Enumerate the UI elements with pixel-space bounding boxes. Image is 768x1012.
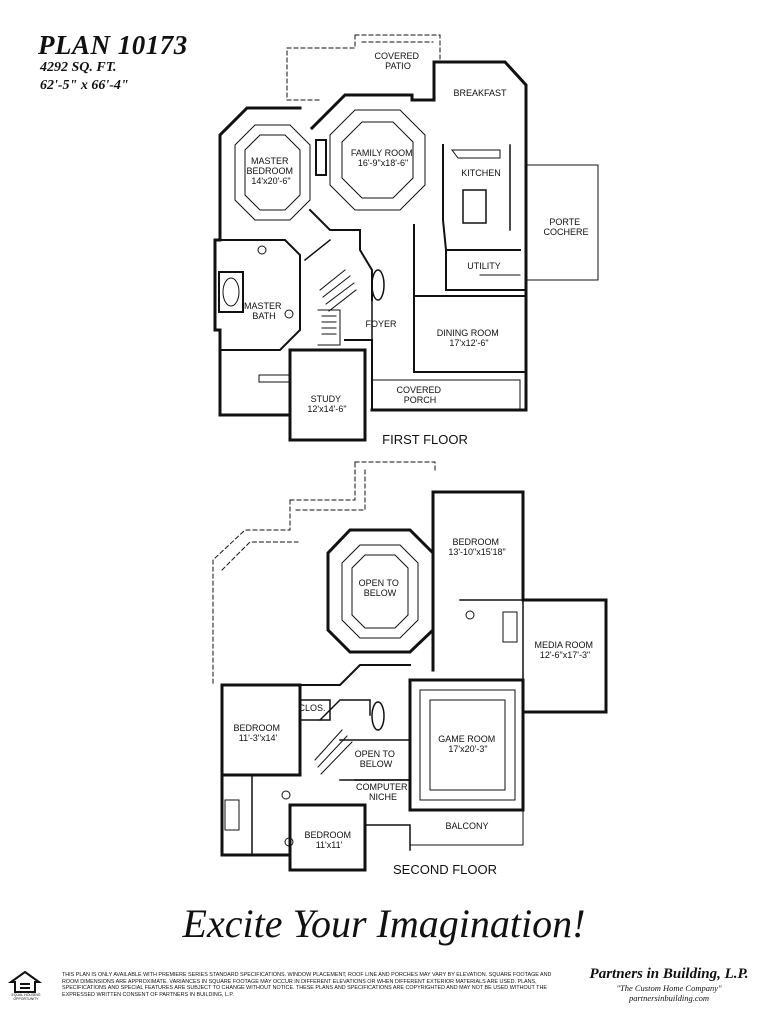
slogan: Excite Your Imagination! (182, 901, 586, 946)
small-bedroom-label: BEDROOM 11'x11' (304, 830, 353, 850)
builder-logo: Partners in Building, L.P. "The Custom H… (574, 966, 764, 1003)
game-room-label: GAME ROOM 17'x20'-3" (438, 734, 498, 754)
open-to-below-stair-label: OPEN TO BELOW (355, 749, 398, 769)
dining-room-label: DINING ROOM 17'x12'-6" (437, 328, 502, 348)
kitchen-label: KITCHEN (461, 168, 501, 178)
plan-title: PLAN 10173 (38, 30, 188, 60)
master-bedroom-label: MASTER BEDROOM 14'x20'-6" (246, 156, 295, 186)
builder-tagline: "The Custom Home Company" (616, 983, 722, 993)
master-bath-label: MASTER BATH (244, 301, 284, 321)
equal-housing-icon (8, 970, 42, 993)
plan-square-footage: 4292 SQ. FT. (40, 60, 117, 75)
study-label: STUDY 12'x14'-6" (307, 394, 346, 414)
second-floor-plan (212, 461, 608, 872)
open-to-below-label: OPEN TO BELOW (359, 578, 402, 598)
floor-plans: COVERED PATIO BREAKFAST FAMILY ROOM 16'-… (212, 34, 608, 877)
equal-housing-label: EQUAL HOUSING OPPORTUNITY (11, 993, 41, 1001)
computer-niche-label: COMPUTER NICHE (356, 782, 410, 802)
plan-dimensions: 62'-5" x 66'-4" (40, 78, 129, 93)
media-room-label: MEDIA ROOM 12'-6"x17'-3" (534, 640, 595, 660)
left-bedroom-label: BEDROOM 11'-3"x14' (233, 723, 282, 743)
disclaimer-text: THIS PLAN IS ONLY AVAILABLE WITH PREMIER… (62, 972, 552, 998)
closet-label: CLOS. (298, 703, 325, 713)
covered-porch-label: COVERED PORCH (396, 385, 443, 405)
utility-label: UTILITY (467, 261, 501, 271)
porte-cochere-label: PORTE COCHERE (543, 217, 588, 237)
foyer-label: FOYER (365, 319, 397, 329)
builder-url: partnersinbuilding.com (628, 993, 710, 1003)
builder-name: Partners in Building, L.P. (589, 966, 749, 982)
second-floor-label: SECOND FLOOR (393, 862, 497, 877)
first-floor-label: FIRST FLOOR (382, 432, 468, 447)
family-room-label: FAMILY ROOM 16'-9"x18'-6" (351, 148, 415, 168)
covered-patio-label: COVERED PATIO (374, 51, 421, 71)
first-floor-plan (213, 34, 599, 442)
upper-bedroom-label: BEDROOM 13'-10"x15'18" (448, 537, 505, 557)
breakfast-label: BREAKFAST (453, 88, 507, 98)
balcony-label: BALCONY (445, 821, 488, 831)
